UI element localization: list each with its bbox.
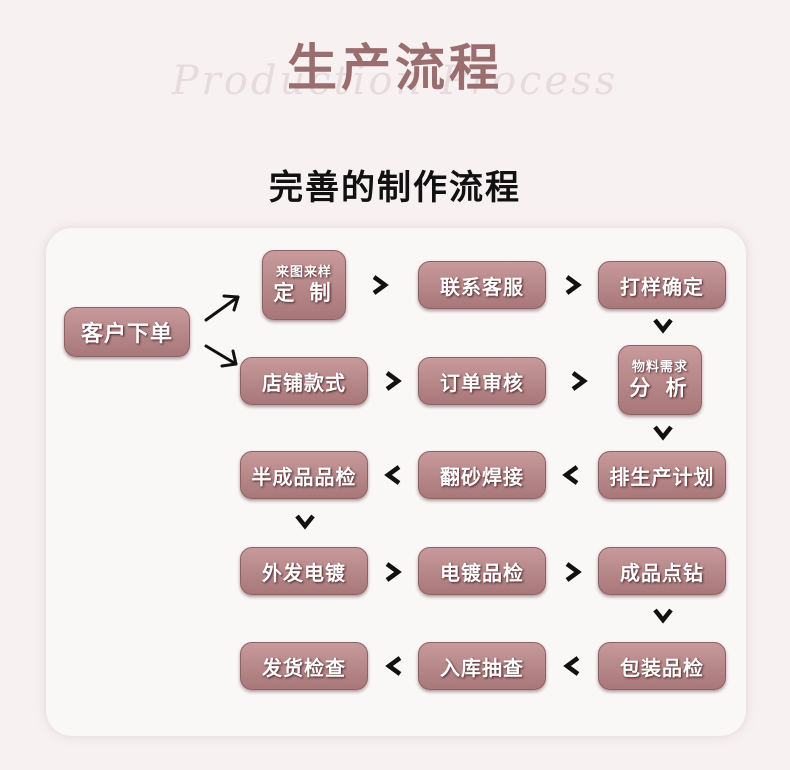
node-product-diamond: 成品点钻	[598, 547, 726, 595]
node-custom-made-bottom: 定 制	[273, 279, 335, 305]
node-custom-made: 来图来样 定 制	[262, 250, 346, 320]
chevron-right-icon	[385, 562, 402, 582]
node-customer-order: 客户下单	[64, 307, 190, 357]
node-plating-inspection: 电镀品检	[418, 547, 546, 595]
chevron-left-icon	[562, 465, 579, 485]
chevron-left-icon	[384, 465, 401, 485]
arrow-up-right-icon	[204, 294, 240, 322]
node-pack-inspection: 包装品检	[598, 642, 726, 690]
chevron-right-icon	[385, 371, 402, 391]
node-shop-style: 店铺款式	[240, 357, 368, 405]
header-title: 生产流程	[287, 38, 503, 97]
chevron-left-icon	[385, 656, 402, 676]
chevron-right-icon	[565, 562, 582, 582]
node-sand-weld: 翻砂焊接	[418, 451, 546, 499]
header-script-text: Production Process	[171, 58, 619, 104]
node-semi-inspection: 半成品品检	[240, 451, 368, 499]
chevron-down-icon	[653, 318, 673, 334]
chevron-down-icon	[653, 425, 673, 441]
arrow-down-right-icon	[204, 344, 238, 368]
node-contact-service: 联系客服	[418, 261, 546, 309]
node-material-analysis-bottom: 分 析	[629, 374, 691, 400]
node-outer-plating: 外发电镀	[240, 547, 368, 595]
node-proof-confirm: 打样确定	[598, 261, 726, 309]
node-material-analysis: 物料需求 分 析	[618, 345, 702, 415]
node-production-plan: 排生产计划	[598, 451, 726, 499]
section-title: 完善的制作流程	[269, 168, 521, 208]
chevron-right-icon	[571, 371, 588, 391]
chevron-right-icon	[372, 275, 389, 295]
node-material-analysis-top: 物料需求	[631, 360, 688, 376]
node-ship-inspection: 发货检查	[240, 642, 368, 690]
node-order-review: 订单审核	[418, 357, 546, 405]
node-warehouse-sampling: 入库抽查	[418, 642, 546, 690]
node-custom-made-top: 来图来样	[275, 265, 332, 281]
chevron-down-icon	[653, 608, 673, 624]
chevron-down-icon	[295, 514, 315, 530]
chevron-left-icon	[563, 656, 580, 676]
chevron-right-icon	[565, 275, 582, 295]
